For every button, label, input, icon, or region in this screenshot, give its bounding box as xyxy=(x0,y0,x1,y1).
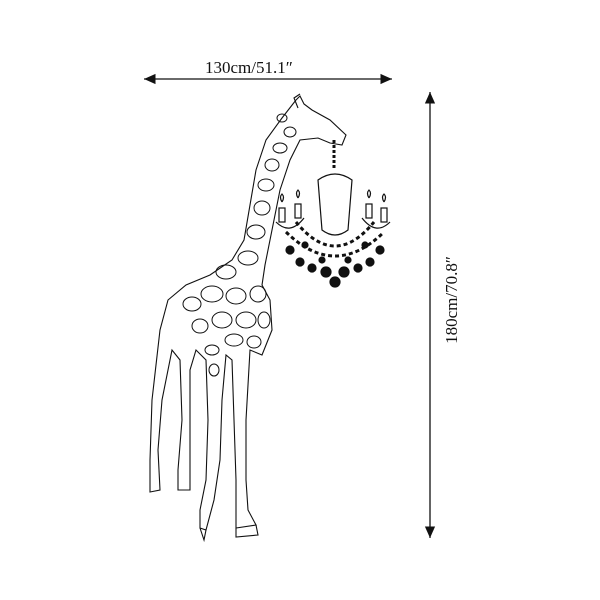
width-dimension-label: 130cm/51.1″ xyxy=(205,58,293,77)
giraffe-outline xyxy=(149,93,347,543)
chandelier-drawing xyxy=(275,140,391,288)
height-dimension-label: 180cm/70.8″ xyxy=(442,256,461,344)
